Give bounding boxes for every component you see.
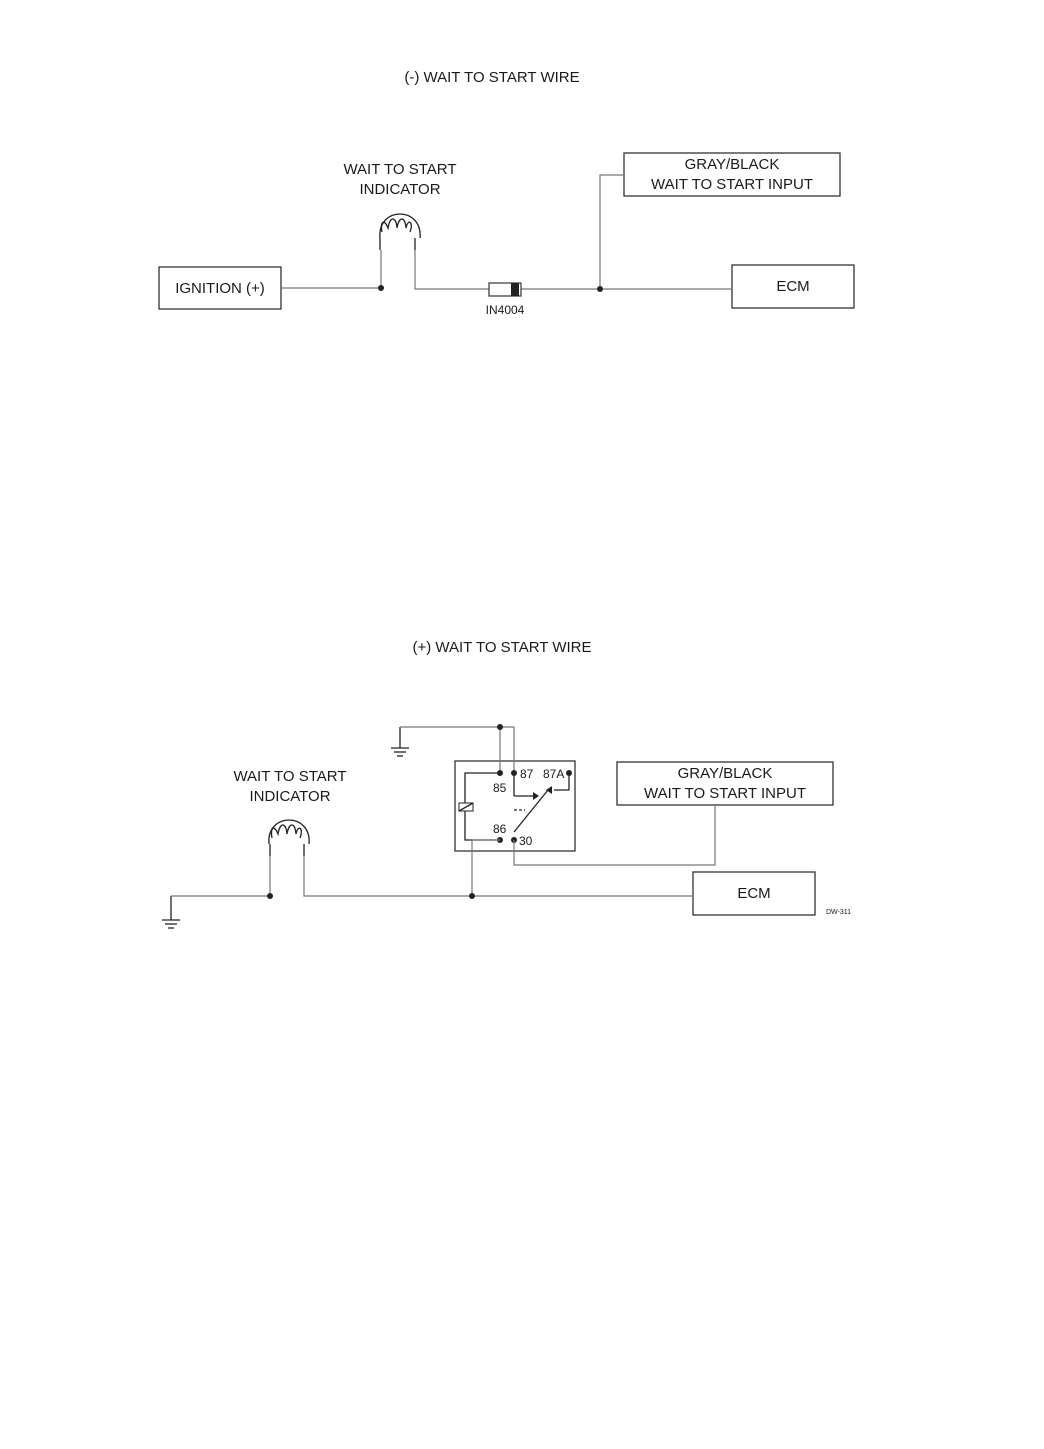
diagram-positive-wait-to-start: (+) WAIT TO START WIRE WAIT TO START IND…	[162, 639, 851, 928]
junction-dot	[267, 893, 273, 899]
diode-icon	[489, 283, 521, 296]
wire-to-input	[600, 175, 624, 289]
input-label-line2: WAIT TO START INPUT	[651, 176, 813, 193]
input-label-line1: GRAY/BLACK	[685, 156, 780, 173]
relay-pin-87a: 87A	[543, 767, 564, 781]
ecm-label: ECM	[737, 885, 770, 902]
relay-pin-86: 86	[493, 822, 507, 836]
ground-icon	[391, 727, 409, 756]
relay-coil-icon	[459, 803, 473, 811]
input-label-line1: GRAY/BLACK	[678, 765, 773, 782]
ground-icon	[162, 896, 180, 928]
diagram-b-indicator-label-line2: INDICATOR	[249, 788, 330, 805]
pin-85-dot	[497, 770, 503, 776]
diagram-a-title: (-) WAIT TO START WIRE	[404, 69, 579, 86]
wire-lamp-to-ecm	[304, 856, 693, 896]
relay-pin-85: 85	[493, 781, 507, 795]
junction-dot	[597, 286, 603, 292]
lamp-icon	[380, 214, 420, 250]
junction-dot	[378, 285, 384, 291]
diode-label: IN4004	[486, 303, 525, 317]
diagram-a-indicator-label-line1: WAIT TO START	[343, 161, 456, 178]
junction-dot	[469, 893, 475, 899]
diagram-negative-wait-to-start: (-) WAIT TO START WIRE WAIT TO START IND…	[159, 69, 854, 317]
wire-lamp-to-diode	[415, 250, 489, 289]
junction-dot	[497, 724, 503, 730]
input-label-line2: WAIT TO START INPUT	[644, 785, 806, 802]
ignition-label: IGNITION (+)	[175, 280, 265, 297]
lamp-icon	[269, 820, 309, 856]
diagram-b-title: (+) WAIT TO START WIRE	[412, 639, 591, 656]
relay-pin-30: 30	[519, 834, 533, 848]
ecm-label: ECM	[776, 278, 809, 295]
figure-code: DW-311	[826, 909, 851, 916]
diagram-b-indicator-label-line1: WAIT TO START	[233, 768, 346, 785]
relay-pin-87: 87	[520, 767, 534, 781]
diagram-a-indicator-label-line2: INDICATOR	[359, 181, 440, 198]
